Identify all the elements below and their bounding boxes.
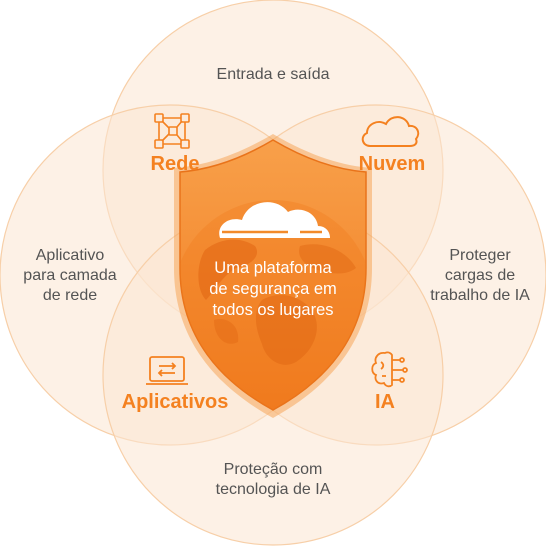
pillar-label-rede: Rede xyxy=(150,153,200,175)
network-icon xyxy=(154,113,190,149)
label-cargas-ia: Proteger cargas de trabalho de IA xyxy=(430,247,530,304)
pillar-label-ia: IA xyxy=(375,391,395,413)
shield xyxy=(174,134,372,418)
cloud-outline-icon xyxy=(361,116,420,147)
cloudflare-cloud-icon xyxy=(219,202,330,238)
globe-texture xyxy=(180,200,366,400)
label-protecao-ia: Proteção com tecnologia de IA xyxy=(215,461,331,498)
pillar-label-nuvem: Nuvem xyxy=(358,153,426,175)
application-window-icon xyxy=(146,356,188,385)
center-title: Uma plataforma de segurança em todos os … xyxy=(209,259,337,319)
label-aplicativo-rede: Aplicativo para camada de rede xyxy=(23,247,117,304)
pillar-label-aplicativos: Aplicativos xyxy=(121,391,229,413)
label-entrada-saida: Entrada e saída xyxy=(216,66,330,83)
brain-chip-icon xyxy=(371,351,408,388)
